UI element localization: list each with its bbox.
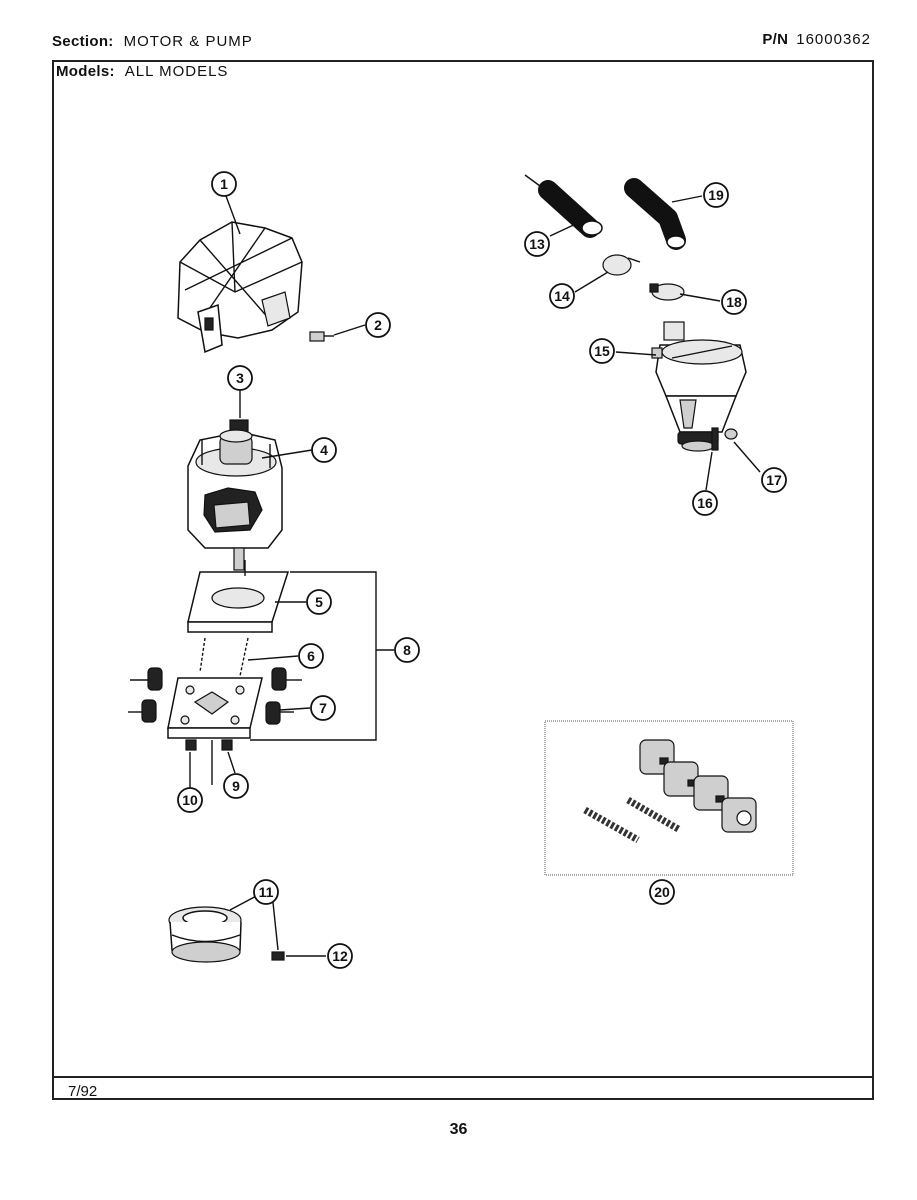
- pump-screw: [711, 427, 719, 451]
- callout-16: 16: [692, 490, 718, 516]
- grommets: [128, 667, 302, 725]
- callout-6: 6: [298, 643, 324, 669]
- motor-mount-plate: [187, 560, 290, 633]
- models-heading: Models: ALL MODELS: [56, 63, 228, 80]
- svg-text:3: 3: [236, 370, 244, 386]
- diagram-frame: [52, 60, 874, 1100]
- callout-10: 10: [177, 787, 203, 813]
- motor-cover: [177, 221, 303, 354]
- base-plate: [167, 677, 263, 739]
- callout-14: 14: [549, 283, 575, 309]
- callout-12: 12: [327, 943, 353, 969]
- svg-text:1: 1: [220, 176, 228, 192]
- part-number-value: 16000362: [796, 31, 871, 48]
- svg-text:17: 17: [766, 472, 782, 488]
- pulley: [168, 906, 242, 963]
- part-number-label: P/N: [762, 31, 789, 48]
- page-number: 36: [449, 1121, 468, 1138]
- revision-date: 7/92: [68, 1083, 98, 1100]
- svg-text:5: 5: [315, 594, 323, 610]
- svg-text:14: 14: [554, 288, 570, 304]
- pump-plug: [724, 428, 738, 440]
- callout-15: 15: [589, 338, 615, 364]
- mount-kit-grommets: [639, 739, 757, 833]
- models-label: Models:: [56, 63, 115, 80]
- pump-hose-left: [524, 174, 603, 238]
- callout-4: 4: [311, 437, 337, 463]
- callout-17: 17: [761, 467, 787, 493]
- callout-19: 19: [703, 182, 729, 208]
- callout-5: 5: [306, 589, 332, 615]
- footer-divider: [52, 1076, 874, 1078]
- svg-text:7: 7: [319, 700, 327, 716]
- svg-text:12: 12: [332, 948, 348, 964]
- pump: [651, 321, 747, 452]
- callout-13: 13: [524, 231, 550, 257]
- callout-3: 3: [227, 365, 253, 391]
- svg-text:13: 13: [529, 236, 545, 252]
- callout-1: 1: [211, 171, 237, 197]
- hose-clamp-left: [602, 254, 641, 276]
- callout-20: 20: [649, 879, 675, 905]
- part-number: P/N 16000362: [762, 31, 871, 48]
- svg-text:4: 4: [320, 442, 328, 458]
- svg-text:2: 2: [374, 317, 382, 333]
- section-value: MOTOR & PUMP: [123, 33, 253, 50]
- section-heading: Section: MOTOR & PUMP: [52, 33, 253, 50]
- pulley-set-screw: [271, 951, 285, 961]
- svg-text:19: 19: [708, 187, 724, 203]
- cover-screw: [309, 331, 334, 342]
- leader-lines: [189, 195, 761, 957]
- hose-clamp-right: [649, 283, 685, 301]
- svg-text:10: 10: [182, 792, 198, 808]
- svg-text:15: 15: [594, 343, 610, 359]
- callout-11: 11: [253, 879, 279, 905]
- callout-18: 18: [721, 289, 747, 315]
- svg-text:6: 6: [307, 648, 315, 664]
- mount-kit-box: [544, 720, 794, 876]
- callout-2: 2: [365, 312, 391, 338]
- pump-hose-right: [624, 178, 686, 250]
- mount-nuts: [185, 739, 233, 785]
- callout-8: 8: [394, 637, 420, 663]
- callout-9: 9: [223, 773, 249, 799]
- motor: [187, 419, 283, 571]
- svg-text:11: 11: [259, 884, 274, 900]
- svg-text:20: 20: [654, 884, 670, 900]
- callout-7: 7: [310, 695, 336, 721]
- svg-text:8: 8: [403, 642, 411, 658]
- section-label: Section:: [52, 33, 114, 50]
- mount-kit-springs: [583, 796, 682, 844]
- svg-text:18: 18: [726, 294, 742, 310]
- mount-springs: [199, 637, 249, 677]
- svg-text:9: 9: [232, 778, 240, 794]
- models-value: ALL MODELS: [124, 63, 229, 80]
- svg-text:16: 16: [697, 495, 713, 511]
